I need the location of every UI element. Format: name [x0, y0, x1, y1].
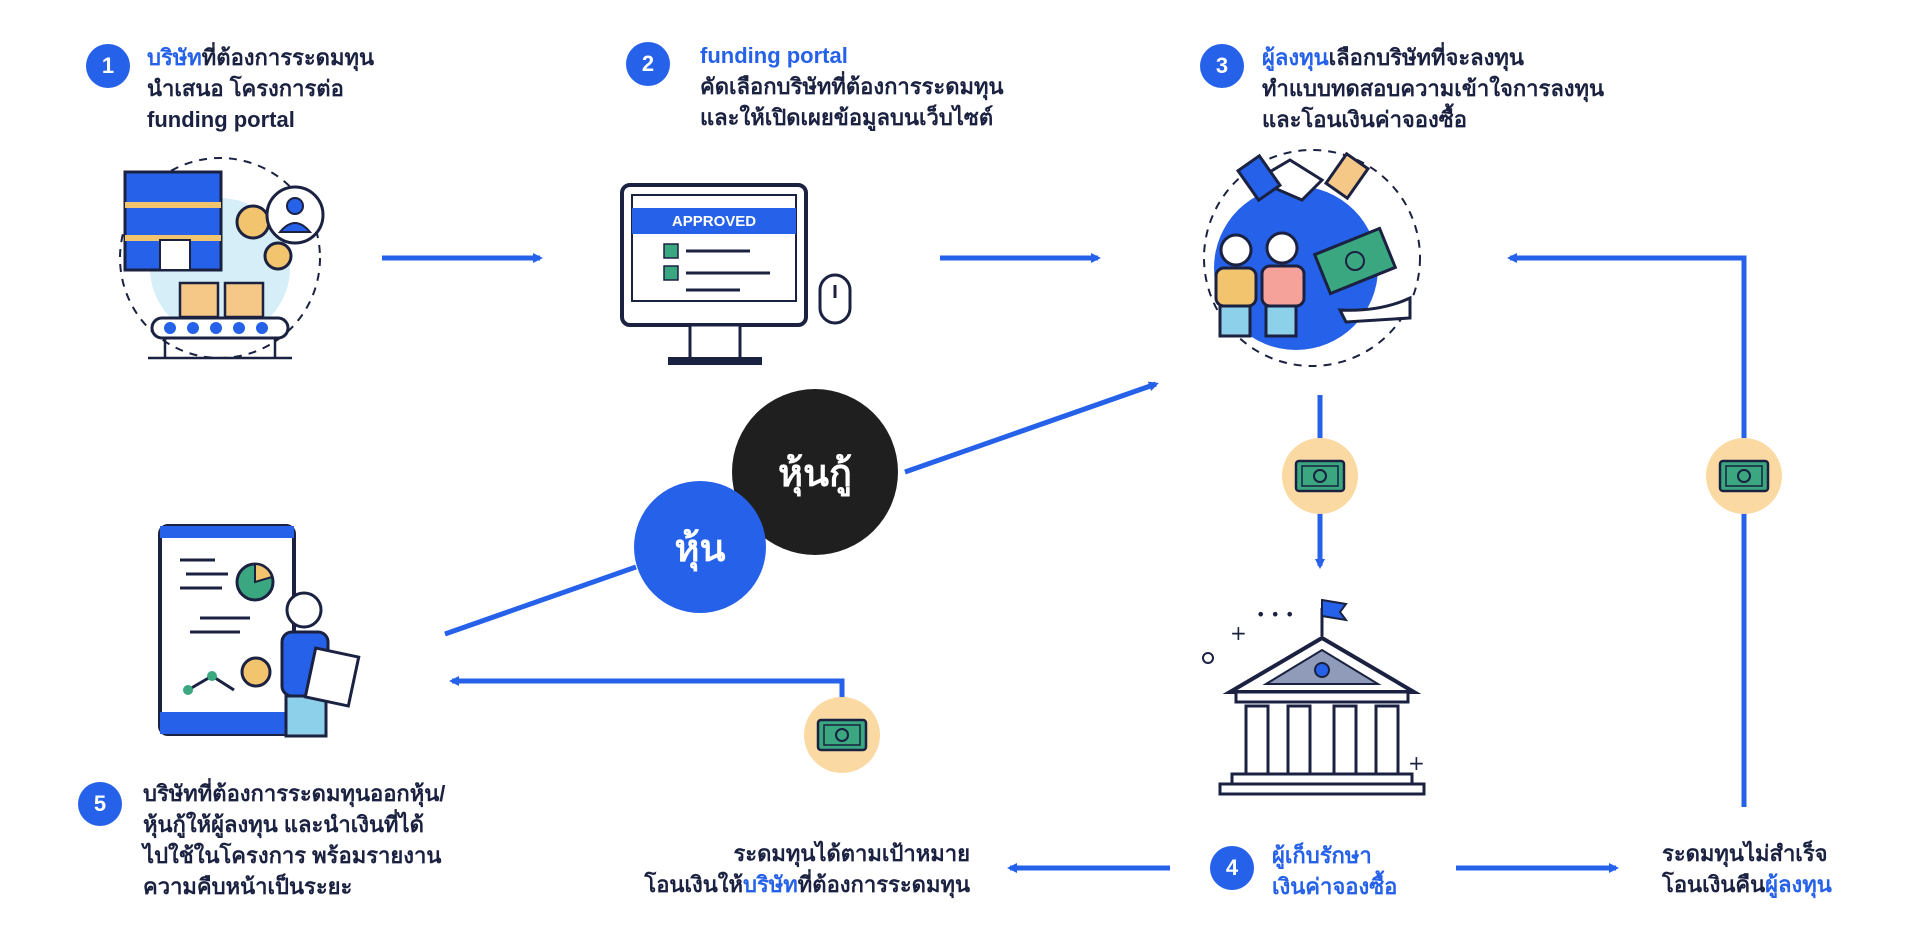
- step-3-line-3: และโอนเงินค่าจองซื้อ: [1262, 107, 1467, 132]
- step-3-highlight: ผู้ลงทุน: [1262, 45, 1329, 70]
- share-circle: [634, 481, 766, 613]
- bank-icon: + + • • •: [1202, 598, 1426, 796]
- step-2-text: funding portal คัดเลือกบริษัทที่ต้องการร…: [700, 40, 1004, 133]
- success-line-2-highlight: บริษัท: [743, 872, 798, 897]
- step-5-line-3: ไปใช้ในโครงการ พร้อมรายงาน: [143, 843, 442, 868]
- step-5-number: 5: [78, 782, 122, 826]
- step-2-title: funding portal: [700, 43, 848, 68]
- money-icon: [804, 697, 880, 773]
- step-2-number: 2: [626, 42, 670, 86]
- step-1-number: 1: [86, 44, 130, 88]
- money-icon: [1706, 438, 1782, 514]
- step-1-rest: ที่ต้องการระดมทุน: [201, 45, 374, 70]
- step-3-text: ผู้ลงทุนเลือกบริษัทที่จะลงทุน ทำแบบทดสอบ…: [1262, 42, 1604, 135]
- money-icon: [1282, 438, 1358, 514]
- step-1-line-3: funding portal: [147, 107, 295, 132]
- svg-text:+: +: [1230, 621, 1247, 645]
- investor-handshake-icon: [1203, 149, 1421, 367]
- step-2-line-3: และให้เปิดเผยข้อมูลบนเว็บไซต์: [700, 105, 994, 130]
- step-4-line-2: เงินค่าจองซื้อ: [1272, 874, 1398, 899]
- step-5-line-4: ความคืบหน้าเป็นระยะ: [143, 874, 353, 899]
- line-5-to-shares: [444, 564, 637, 637]
- step-1-text: บริษัทที่ต้องการระดมทุน นำเสนอ โครงการต่…: [147, 42, 374, 135]
- svg-text:+: +: [1408, 751, 1425, 775]
- success-outcome: ระดมทุนได้ตามเป้าหมาย โอนเงินให้บริษัทที…: [560, 838, 970, 900]
- failure-line-2-pre: โอนเงินคืน: [1662, 872, 1766, 897]
- debenture-label: หุ้นกู้: [777, 452, 853, 495]
- failure-line-1: ระดมทุนไม่สำเร็จ: [1662, 841, 1828, 866]
- approved-screen-label: APPROVED: [671, 213, 757, 230]
- step-3-line-2: ทำแบบทดสอบความเข้าใจการลงทุน: [1262, 76, 1605, 101]
- step-5-line-1: บริษัทที่ต้องการระดมทุนออกหุ้น/: [143, 781, 446, 806]
- step-5-line-2: หุ้นกู้ให้ผู้ลงทุน และนำเงินที่ได้: [143, 812, 424, 837]
- step-3-number: 3: [1200, 44, 1244, 88]
- step-3-rest: เลือกบริษัทที่จะลงทุน: [1328, 45, 1524, 70]
- tablet-report-icon: [158, 524, 361, 738]
- step-1-highlight: บริษัท: [147, 45, 202, 70]
- computer-approved-icon: [620, 183, 852, 365]
- arrow-success-to-5: [449, 676, 845, 762]
- share-label: หุ้น: [674, 527, 726, 570]
- step-4-number: 4: [1210, 846, 1254, 890]
- step-4-text: ผู้เก็บรักษา เงินค่าจองซื้อ: [1272, 840, 1397, 902]
- flow-arrows: [382, 253, 1747, 873]
- success-line-2-pre: โอนเงินให้: [644, 872, 743, 897]
- step-2-line-2: คัดเลือกบริษัทที่ต้องการระดมทุน: [700, 74, 1004, 99]
- step-1-line-2: นำเสนอ โครงการต่อ: [147, 76, 344, 101]
- success-line-1: ระดมทุนได้ตามเป้าหมาย: [733, 841, 970, 866]
- factory-icon: [119, 157, 325, 360]
- failure-line-2-highlight: ผู้ลงทุน: [1765, 872, 1832, 897]
- success-line-2-post: ที่ต้องการระดมทุน: [797, 872, 970, 897]
- failure-outcome: ระดมทุนไม่สำเร็จ โอนเงินคืนผู้ลงทุน: [1662, 838, 1832, 900]
- arrow-failure-to-3: [1507, 253, 1747, 807]
- debenture-circle: [732, 389, 898, 555]
- svg-text:• • •: • • •: [1256, 605, 1294, 624]
- arrow-shares-to-3: [904, 381, 1159, 475]
- step-4-line-1: ผู้เก็บรักษา: [1272, 843, 1372, 868]
- step-5-text: บริษัทที่ต้องการระดมทุนออกหุ้น/ หุ้นกู้ใ…: [143, 778, 445, 902]
